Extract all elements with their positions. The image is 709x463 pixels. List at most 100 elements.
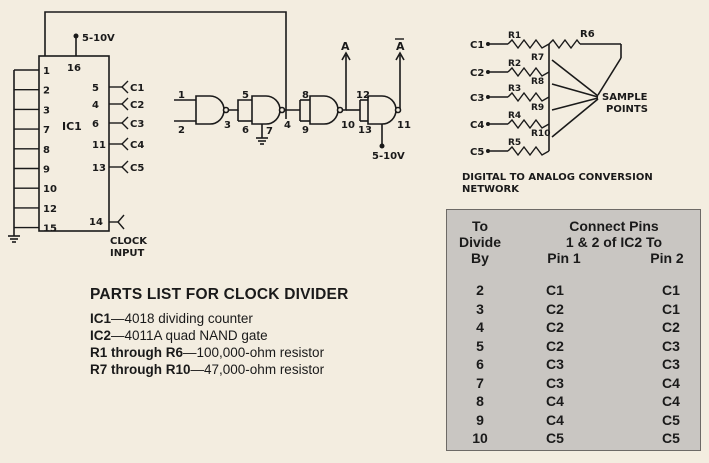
r6-label: R6 bbox=[580, 29, 595, 40]
ic1-left-pin: 1 bbox=[43, 66, 50, 77]
dac-series-resistor-label: R8 bbox=[531, 77, 544, 87]
table-cell-pin2: C5 bbox=[662, 430, 680, 446]
dac-series-resistor-label: R7 bbox=[531, 53, 544, 63]
g3-out-label: A bbox=[341, 40, 350, 53]
nand-gate-1 bbox=[195, 95, 225, 125]
table-cell-pin2: C4 bbox=[662, 393, 680, 409]
table-cell-pin1: C4 bbox=[546, 393, 564, 409]
feedback-wire bbox=[44, 11, 287, 119]
table-cell-pin1: C1 bbox=[546, 282, 564, 298]
dac-caption-2: NETWORK bbox=[462, 184, 520, 195]
parts-ref: IC1 bbox=[90, 311, 112, 326]
table-cell-pin2: C1 bbox=[662, 282, 680, 298]
g2-gnd-pin: 7 bbox=[266, 126, 273, 137]
dac-input-label: C3 bbox=[470, 93, 484, 104]
ic1-label: IC1 bbox=[62, 120, 82, 133]
parts-list-title: PARTS LIST FOR CLOCK DIVIDER bbox=[90, 286, 349, 303]
parts-item: R1 through R6—100,000-ohm resistor bbox=[90, 344, 430, 361]
table-header-connect: Connect Pins bbox=[569, 218, 659, 234]
g4-out-label: A bbox=[396, 40, 405, 53]
ic1-left-pin: 8 bbox=[43, 145, 50, 156]
dac-input-label: C5 bbox=[470, 147, 484, 158]
ic1-left-pin: 7 bbox=[43, 125, 50, 136]
parts-list: PARTS LIST FOR CLOCK DIVIDER IC1—4018 di… bbox=[90, 286, 430, 378]
table-cell-pin1: C3 bbox=[546, 374, 564, 391]
ic1-right-pin: 4 bbox=[92, 100, 99, 111]
sample-label-2: POINTS bbox=[606, 104, 648, 115]
dac-resistor-label: R5 bbox=[508, 138, 521, 148]
table-cell-pin2: C3 bbox=[662, 337, 680, 354]
parts-ref: R1 through R6 bbox=[90, 345, 183, 360]
g3-out: 10 bbox=[341, 120, 355, 131]
ic1-supply-label: 5-10V bbox=[82, 33, 115, 44]
ic1-output-label: C3 bbox=[130, 119, 144, 130]
dac-input-label: C1 bbox=[470, 40, 484, 51]
table-cell-pin1: C5 bbox=[546, 430, 564, 446]
g4-supply: 5-10V bbox=[372, 151, 405, 162]
ic1-left-pin: 2 bbox=[43, 86, 50, 97]
table-cell-pin1: C2 bbox=[546, 337, 564, 354]
g4-in-b: 13 bbox=[358, 125, 372, 136]
ic1-left-pin: 3 bbox=[43, 105, 50, 116]
parts-desc: —47,000-ohm resistor bbox=[190, 362, 325, 377]
table-header-by: By bbox=[471, 250, 489, 266]
table-cell-pin2: C4 bbox=[662, 374, 680, 391]
ic1-left-pin: 15 bbox=[43, 224, 57, 235]
ic1-pin16: 16 bbox=[67, 63, 81, 74]
ic1-right-pin: 6 bbox=[92, 119, 99, 130]
ic1-left-pin: 9 bbox=[43, 165, 50, 176]
g2-in-b: 6 bbox=[242, 125, 249, 136]
clock-label-2: INPUT bbox=[110, 248, 145, 259]
dac-input-label: C4 bbox=[470, 120, 484, 131]
dac-resistor-label: R1 bbox=[508, 31, 521, 41]
ic1-left-pin: 10 bbox=[43, 184, 57, 195]
g1-in-b: 2 bbox=[178, 125, 185, 136]
g4-out: 11 bbox=[397, 120, 411, 131]
table-header-divide: Divide bbox=[458, 234, 501, 250]
parts-item: IC2—4011A quad NAND gate bbox=[90, 327, 430, 344]
ic1-right-pin: 11 bbox=[92, 140, 106, 151]
table-cell-pin1: C4 bbox=[546, 411, 564, 428]
nand-gate-3 bbox=[309, 95, 339, 125]
dac-series-resistor-label: R10 bbox=[531, 129, 550, 139]
g4-in-a: 12 bbox=[356, 90, 370, 101]
dac-resistor-label: R2 bbox=[508, 59, 521, 69]
ic1-right-pin: 13 bbox=[92, 163, 106, 174]
dac-resistor-label: R4 bbox=[508, 111, 521, 121]
table-cell-by: 9 bbox=[476, 411, 484, 428]
parts-desc: —100,000-ohm resistor bbox=[183, 345, 325, 360]
dac-input-label: C2 bbox=[470, 68, 484, 79]
g2-out: 4 bbox=[284, 120, 291, 131]
table-cell-pin2: C5 bbox=[662, 411, 680, 428]
table-cell-by: 4 bbox=[476, 319, 484, 335]
table-cell-by: 6 bbox=[476, 356, 484, 372]
table-header-pins: 1 & 2 of IC2 To bbox=[565, 234, 663, 250]
ic1-right-pin: 5 bbox=[92, 83, 99, 94]
table-cell-by: 5 bbox=[476, 337, 484, 354]
g3-in-a: 8 bbox=[302, 90, 309, 101]
parts-item: R7 through R10—47,000-ohm resistor bbox=[90, 361, 430, 378]
parts-item: IC1—4018 dividing counter bbox=[90, 310, 430, 327]
g2-in-a: 5 bbox=[242, 90, 249, 101]
ic1-output-label: C4 bbox=[130, 140, 144, 151]
table-header-pin1: Pin 1 bbox=[547, 250, 581, 266]
dac-resistor-label: R3 bbox=[508, 84, 521, 94]
parts-ref: R7 through R10 bbox=[90, 362, 191, 377]
parts-ref: IC2 bbox=[90, 328, 112, 343]
clock-label-1: CLOCK bbox=[110, 236, 148, 247]
dac-series-resistor-label: R9 bbox=[531, 103, 544, 113]
ic1-output-label: C1 bbox=[130, 83, 144, 94]
g3-in-b: 9 bbox=[302, 125, 309, 136]
dac-caption-1: DIGITAL TO ANALOG CONVERSION bbox=[462, 172, 653, 183]
nand-gate-4 bbox=[367, 95, 397, 125]
table-cell-pin2: C2 bbox=[662, 319, 680, 335]
ic1-left-pin: 12 bbox=[43, 204, 57, 215]
table-cell-by: 7 bbox=[476, 374, 484, 391]
table-cell-pin2: C3 bbox=[662, 356, 680, 372]
divide-table: To Divide By Connect Pins 1 & 2 of IC2 T… bbox=[446, 209, 701, 451]
ic1-pin14: 14 bbox=[89, 217, 103, 228]
